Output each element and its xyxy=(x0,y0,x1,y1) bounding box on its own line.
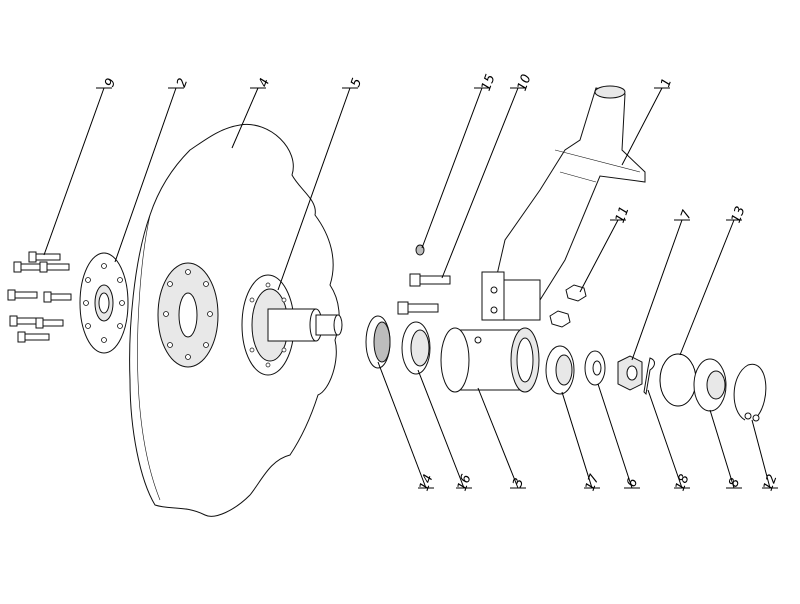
label-part-3: 3 xyxy=(510,476,527,489)
label-part-16: 16 xyxy=(455,472,475,493)
label-part-1: 1 xyxy=(658,76,675,89)
part-7-castle-nut xyxy=(617,355,643,391)
part-8-cap xyxy=(693,358,727,412)
label-part-13: 13 xyxy=(729,204,749,225)
label-part-10: 10 xyxy=(515,72,535,93)
part-2-flange xyxy=(79,252,129,354)
label-part-12: 12 xyxy=(761,472,781,493)
part-17-bearing xyxy=(545,345,575,395)
label-part-14: 14 xyxy=(417,472,437,493)
label-part-9: 9 xyxy=(102,76,119,89)
part-4-notched-disc xyxy=(129,124,340,517)
label-part-5: 5 xyxy=(348,76,365,89)
part-10-bolts xyxy=(397,273,451,315)
leader-lines xyxy=(43,87,778,489)
part-13-ring xyxy=(659,353,697,407)
part-5-hub xyxy=(241,274,343,376)
label-part-15: 15 xyxy=(479,72,499,93)
label-part-2: 2 xyxy=(174,76,191,89)
part-6-washer xyxy=(584,350,606,386)
part-18-cotter-pin xyxy=(643,357,655,396)
part-1-arm xyxy=(481,85,646,321)
label-part-6: 6 xyxy=(624,476,641,489)
part-3-housing xyxy=(440,327,540,393)
part-12-circlip xyxy=(733,363,767,422)
label-part-18: 18 xyxy=(673,472,693,493)
label-part-4: 4 xyxy=(256,76,273,89)
label-part-8: 8 xyxy=(726,476,743,489)
part-11-nuts xyxy=(549,284,587,328)
label-part-17: 17 xyxy=(583,472,603,493)
part-9-bolts xyxy=(7,251,72,343)
label-part-11: 11 xyxy=(613,204,633,225)
part-16-bearing xyxy=(401,321,431,375)
label-part-7: 7 xyxy=(678,208,695,222)
part-14-seal xyxy=(365,315,391,369)
